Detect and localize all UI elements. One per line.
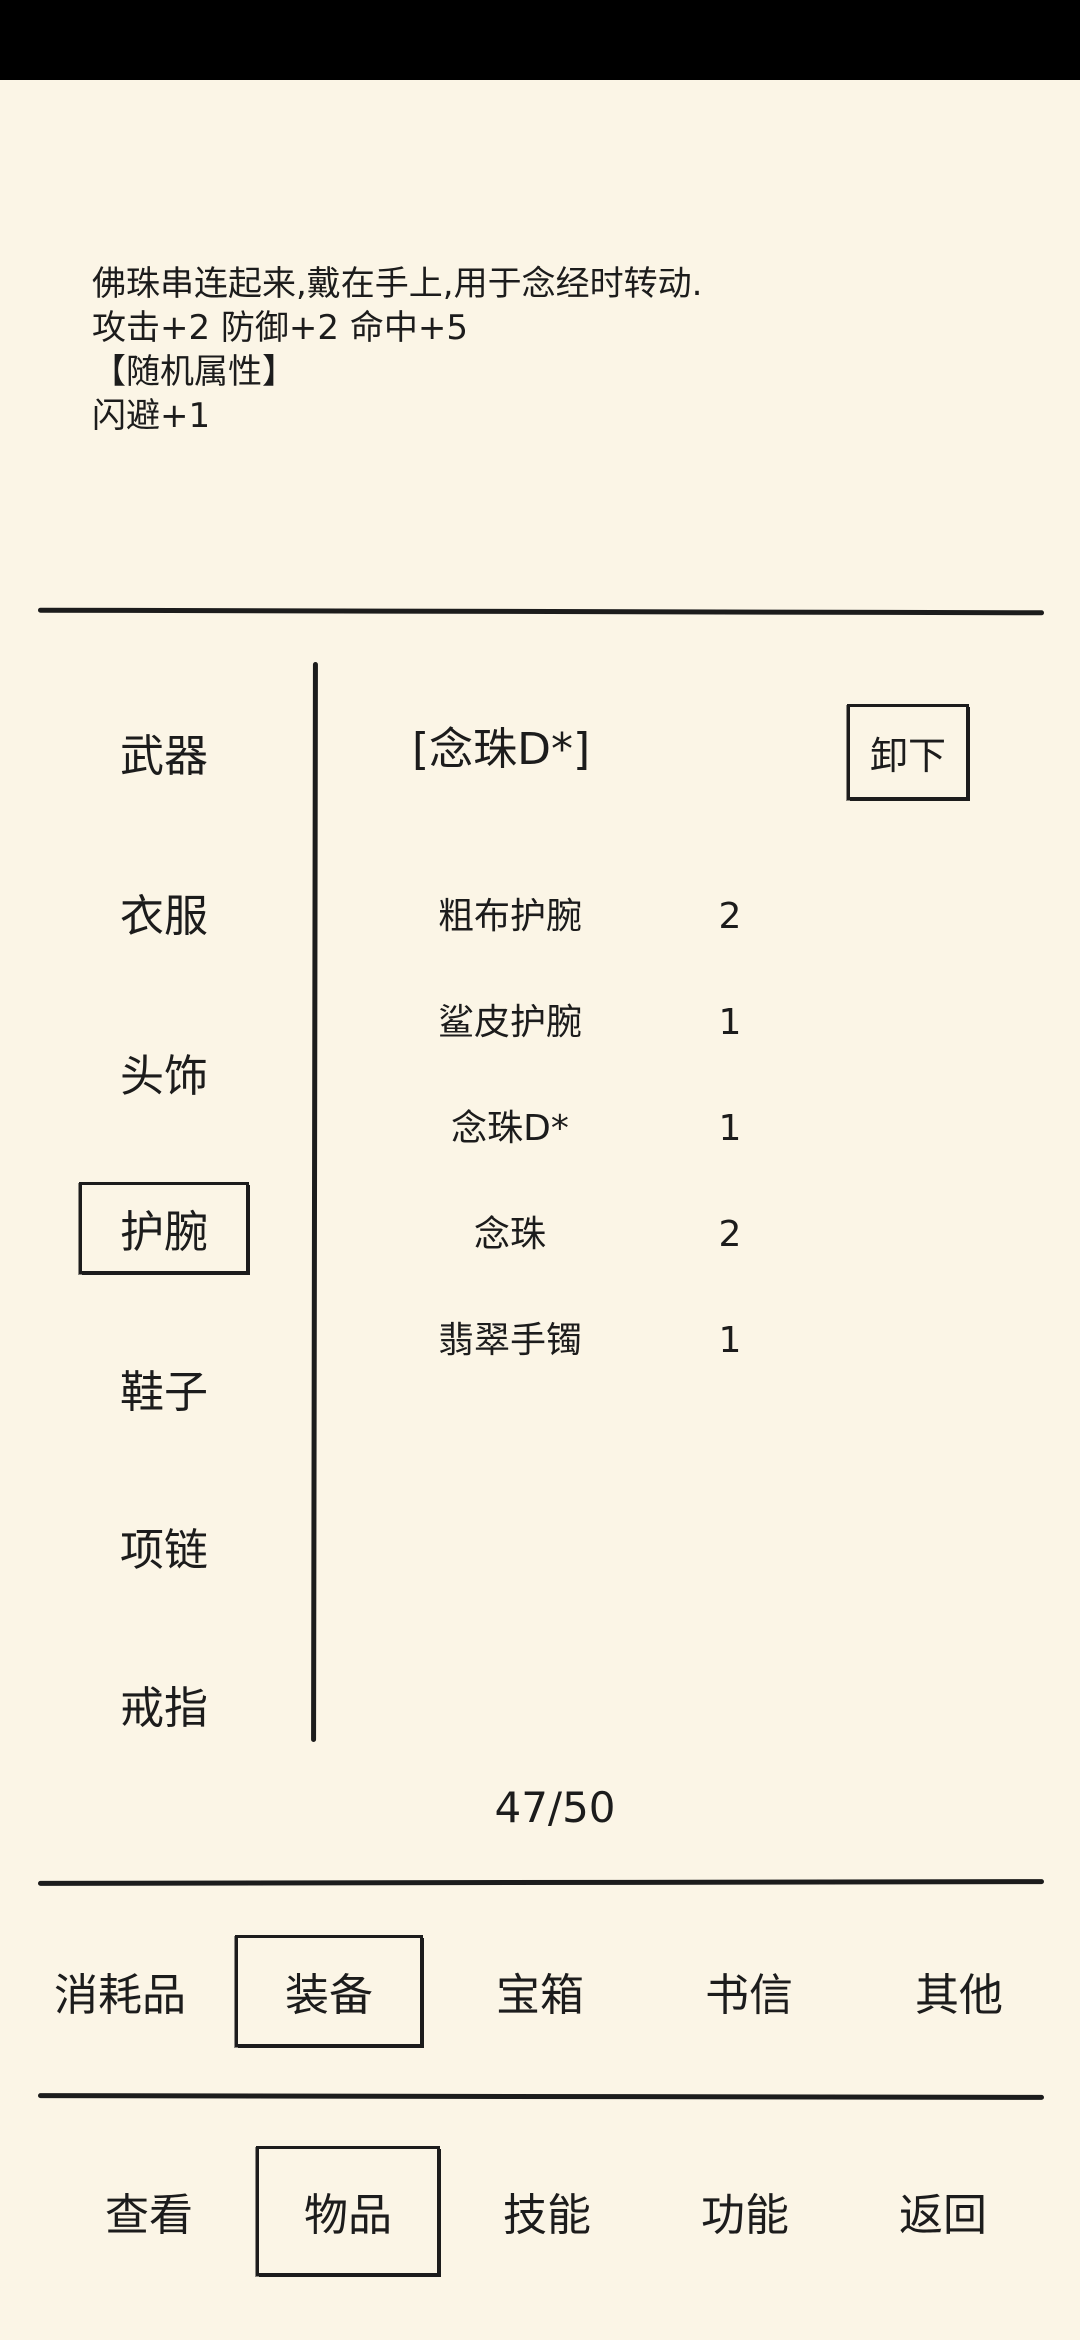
item-name: 翡翠手镯 xyxy=(437,1320,582,1361)
description-stats: 攻击+2 防御+2 命中+5 xyxy=(92,308,468,348)
nav-label: 技能 xyxy=(503,2190,591,2241)
tab-label: 其他 xyxy=(915,1970,1003,2021)
paper-background xyxy=(0,80,1080,2340)
category-bracer[interactable]: 护腕 xyxy=(79,1182,249,1274)
tab-label: 消耗品 xyxy=(54,1970,186,2021)
description-random-attr-header: 【随机属性】 xyxy=(92,352,296,392)
category-label: 戒指 xyxy=(120,1683,208,1734)
tab-equipment[interactable]: 装备 xyxy=(235,1935,423,2047)
category-label: 衣服 xyxy=(120,891,208,942)
nav-functions[interactable]: 功能 xyxy=(653,2146,837,2276)
category-label: 护腕 xyxy=(120,1207,208,1258)
nav-back[interactable]: 返回 xyxy=(851,2146,1035,2276)
item-count: 1 xyxy=(718,1108,742,1149)
status-bar xyxy=(0,0,1080,80)
unequip-button[interactable]: 卸下 xyxy=(847,704,969,800)
inventory-item[interactable]: 粗布护腕 2 xyxy=(380,887,800,947)
category-label: 武器 xyxy=(120,731,208,782)
nav-label: 功能 xyxy=(701,2190,789,2241)
inventory-item[interactable]: 念珠 2 xyxy=(380,1205,800,1265)
nav-label: 返回 xyxy=(899,2190,987,2241)
item-name: 鲨皮护腕 xyxy=(437,1002,582,1043)
inventory-item[interactable]: 鲨皮护腕 1 xyxy=(380,993,800,1053)
item-count: 1 xyxy=(718,1320,742,1361)
nav-skills[interactable]: 技能 xyxy=(455,2146,639,2276)
category-clothes[interactable]: 衣服 xyxy=(79,866,249,958)
description-random-attr: 闪避+1 xyxy=(92,396,211,436)
inventory-item[interactable]: 念珠D* 1 xyxy=(380,1099,800,1159)
tab-consumables[interactable]: 消耗品 xyxy=(26,1935,214,2047)
item-description: 佛珠串连起来,戴在手上,用于念经时转动. 攻击+2 防御+2 命中+5 【随机属… xyxy=(92,262,992,438)
inventory-capacity: 47/50 xyxy=(494,1783,616,1832)
inventory-item[interactable]: 翡翠手镯 1 xyxy=(380,1311,800,1371)
category-label: 项链 xyxy=(120,1525,208,1576)
category-headwear[interactable]: 头饰 xyxy=(79,1026,249,1118)
category-label: 鞋子 xyxy=(120,1367,208,1418)
item-name: 粗布护腕 xyxy=(437,896,582,937)
item-count: 2 xyxy=(718,1214,742,1255)
nav-view[interactable]: 查看 xyxy=(57,2146,241,2276)
item-count: 2 xyxy=(718,896,742,937)
item-name: 念珠D* xyxy=(451,1108,569,1149)
unequip-label: 卸下 xyxy=(869,733,946,778)
tab-label: 宝箱 xyxy=(496,1970,584,2021)
category-necklace[interactable]: 项链 xyxy=(79,1500,249,1592)
category-ring[interactable]: 戒指 xyxy=(79,1658,249,1750)
tab-label: 书信 xyxy=(705,1970,793,2021)
category-label: 头饰 xyxy=(120,1051,208,1102)
item-name: 念珠 xyxy=(473,1214,546,1255)
nav-label: 查看 xyxy=(105,2190,193,2241)
tab-others[interactable]: 其他 xyxy=(865,1935,1053,2047)
category-weapon[interactable]: 武器 xyxy=(79,706,249,798)
item-count: 1 xyxy=(718,1002,742,1043)
nav-items[interactable]: 物品 xyxy=(256,2146,440,2276)
nav-label: 物品 xyxy=(304,2190,392,2241)
category-shoes[interactable]: 鞋子 xyxy=(79,1342,249,1434)
equipped-item-name: [念珠D*] xyxy=(412,724,591,775)
tab-letters[interactable]: 书信 xyxy=(655,1935,843,2047)
description-line: 佛珠串连起来,戴在手上,用于念经时转动. xyxy=(92,264,703,304)
tab-chests[interactable]: 宝箱 xyxy=(446,1935,634,2047)
tab-label: 装备 xyxy=(285,1970,373,2021)
